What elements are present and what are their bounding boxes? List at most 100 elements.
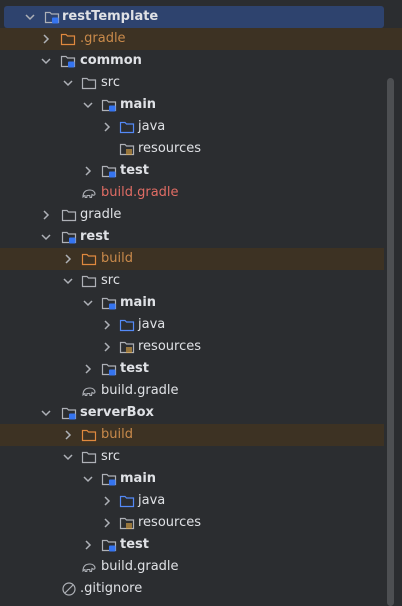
tree-item-label: build.gradle: [101, 383, 179, 398]
gradle-elephant-icon: [82, 189, 96, 199]
module-folder-icon: [44, 11, 60, 24]
tree-item-label: src: [101, 273, 120, 288]
chevron-right-icon[interactable]: [101, 517, 113, 529]
tree-item-label: resources: [138, 141, 202, 156]
tree-item-resources[interactable]: resources: [0, 512, 384, 534]
chevron-down-icon[interactable]: [40, 55, 52, 67]
tree-item-gradle[interactable]: gradle: [0, 204, 384, 226]
tree-item-main[interactable]: main: [0, 468, 384, 490]
tree-item-build[interactable]: build: [0, 248, 384, 270]
tree-item-src[interactable]: src: [0, 270, 384, 292]
module-folder-icon: [60, 55, 76, 68]
tree-item-test[interactable]: test: [0, 534, 384, 556]
chevron-right-icon[interactable]: [101, 495, 113, 507]
tree-item-label: build.gradle: [101, 185, 179, 200]
chevron-right-icon[interactable]: [40, 33, 52, 45]
tree-item-resources[interactable]: resources: [0, 138, 384, 160]
tree-item-build-gradle[interactable]: build.gradle: [0, 182, 384, 204]
tree-item-label: restTemplate: [62, 9, 159, 24]
tree-item-build-gradle[interactable]: build.gradle: [0, 380, 384, 402]
folder-icon: [81, 275, 97, 288]
source-root-folder-icon: [101, 99, 117, 112]
tree-item-common[interactable]: common: [0, 50, 384, 72]
chevron-down-icon[interactable]: [40, 231, 52, 243]
source-root-folder-icon: [101, 297, 117, 310]
tree-item-rest[interactable]: rest: [0, 226, 384, 248]
tree-item-resttemplate[interactable]: restTemplate: [4, 6, 384, 28]
tree-item-label: test: [120, 361, 149, 376]
tree-item-label: resources: [138, 515, 202, 530]
tree-item-label: java: [138, 317, 166, 332]
source-root-folder-icon: [101, 363, 117, 376]
gradle-elephant-icon: [82, 563, 96, 573]
tree-item-test[interactable]: test: [0, 160, 384, 182]
tree-item-java[interactable]: java: [0, 314, 384, 336]
resources-folder-icon: [119, 517, 135, 530]
tree-item-src[interactable]: src: [0, 72, 384, 94]
tree-item-label: src: [101, 75, 120, 90]
tree-item-label: test: [120, 163, 149, 178]
tree-item-label: build.gradle: [101, 559, 179, 574]
folder-icon: [81, 451, 97, 464]
chevron-right-icon[interactable]: [62, 429, 74, 441]
tree-item-label: main: [120, 471, 157, 486]
source-root-folder-icon: [101, 473, 117, 486]
chevron-right-icon[interactable]: [101, 319, 113, 331]
module-folder-icon: [61, 231, 77, 244]
tree-item-serverbox[interactable]: serverBox: [0, 402, 384, 424]
chevron-down-icon[interactable]: [62, 275, 74, 287]
excluded-folder-icon: [60, 33, 76, 46]
chevron-right-icon[interactable]: [82, 165, 94, 177]
source-root-folder-icon: [101, 539, 117, 552]
tree-item-label: common: [80, 53, 142, 68]
java-source-folder-icon: [119, 495, 135, 508]
tree-item-main[interactable]: main: [0, 94, 384, 116]
chevron-down-icon[interactable]: [62, 77, 74, 89]
tree-item-java[interactable]: java: [0, 490, 384, 512]
chevron-right-icon[interactable]: [82, 539, 94, 551]
tree-item-label: test: [120, 537, 149, 552]
chevron-right-icon[interactable]: [40, 209, 52, 221]
chevron-right-icon[interactable]: [101, 121, 113, 133]
resources-folder-icon: [119, 143, 135, 156]
tree-item-src[interactable]: src: [0, 446, 384, 468]
folder-icon: [61, 209, 77, 222]
tree-item-label: .gradle: [80, 31, 126, 46]
excluded-row-band: [384, 28, 402, 50]
tree-item-dot-gradle[interactable]: .gradle: [0, 28, 384, 50]
module-folder-icon: [61, 407, 77, 420]
tree-item-gitignore[interactable]: .gitignore: [0, 578, 384, 600]
tree-item-label: main: [120, 295, 157, 310]
gradle-elephant-icon: [82, 387, 96, 397]
tree-item-build-gradle[interactable]: build.gradle: [0, 556, 384, 578]
scrollbar-thumb[interactable]: [387, 78, 394, 606]
chevron-down-icon[interactable]: [82, 473, 94, 485]
tree-item-label: java: [138, 119, 166, 134]
tree-item-label: src: [101, 449, 120, 464]
chevron-right-icon[interactable]: [82, 363, 94, 375]
chevron-down-icon[interactable]: [82, 99, 94, 111]
folder-icon: [81, 77, 97, 90]
chevron-down-icon[interactable]: [24, 11, 36, 23]
tree-item-main[interactable]: main: [0, 292, 384, 314]
tree-item-java[interactable]: java: [0, 116, 384, 138]
tree-item-test[interactable]: test: [0, 358, 384, 380]
tree-item-label: main: [120, 97, 157, 112]
tree-item-label: build: [101, 251, 133, 266]
tree-item-build[interactable]: build: [0, 424, 384, 446]
tree-item-label: build: [101, 427, 133, 442]
tree-item-label: serverBox: [80, 405, 154, 420]
java-source-folder-icon: [119, 319, 135, 332]
ignored-file-icon: [62, 582, 76, 596]
chevron-right-icon[interactable]: [62, 253, 74, 265]
chevron-right-icon[interactable]: [101, 341, 113, 353]
java-source-folder-icon: [119, 121, 135, 134]
chevron-down-icon[interactable]: [40, 407, 52, 419]
chevron-down-icon[interactable]: [62, 451, 74, 463]
chevron-down-icon[interactable]: [82, 297, 94, 309]
tree-item-label: resources: [138, 339, 202, 354]
tree-item-resources[interactable]: resources: [0, 336, 384, 358]
tree-item-label: gradle: [80, 207, 122, 222]
tree-item-label: rest: [80, 229, 110, 244]
